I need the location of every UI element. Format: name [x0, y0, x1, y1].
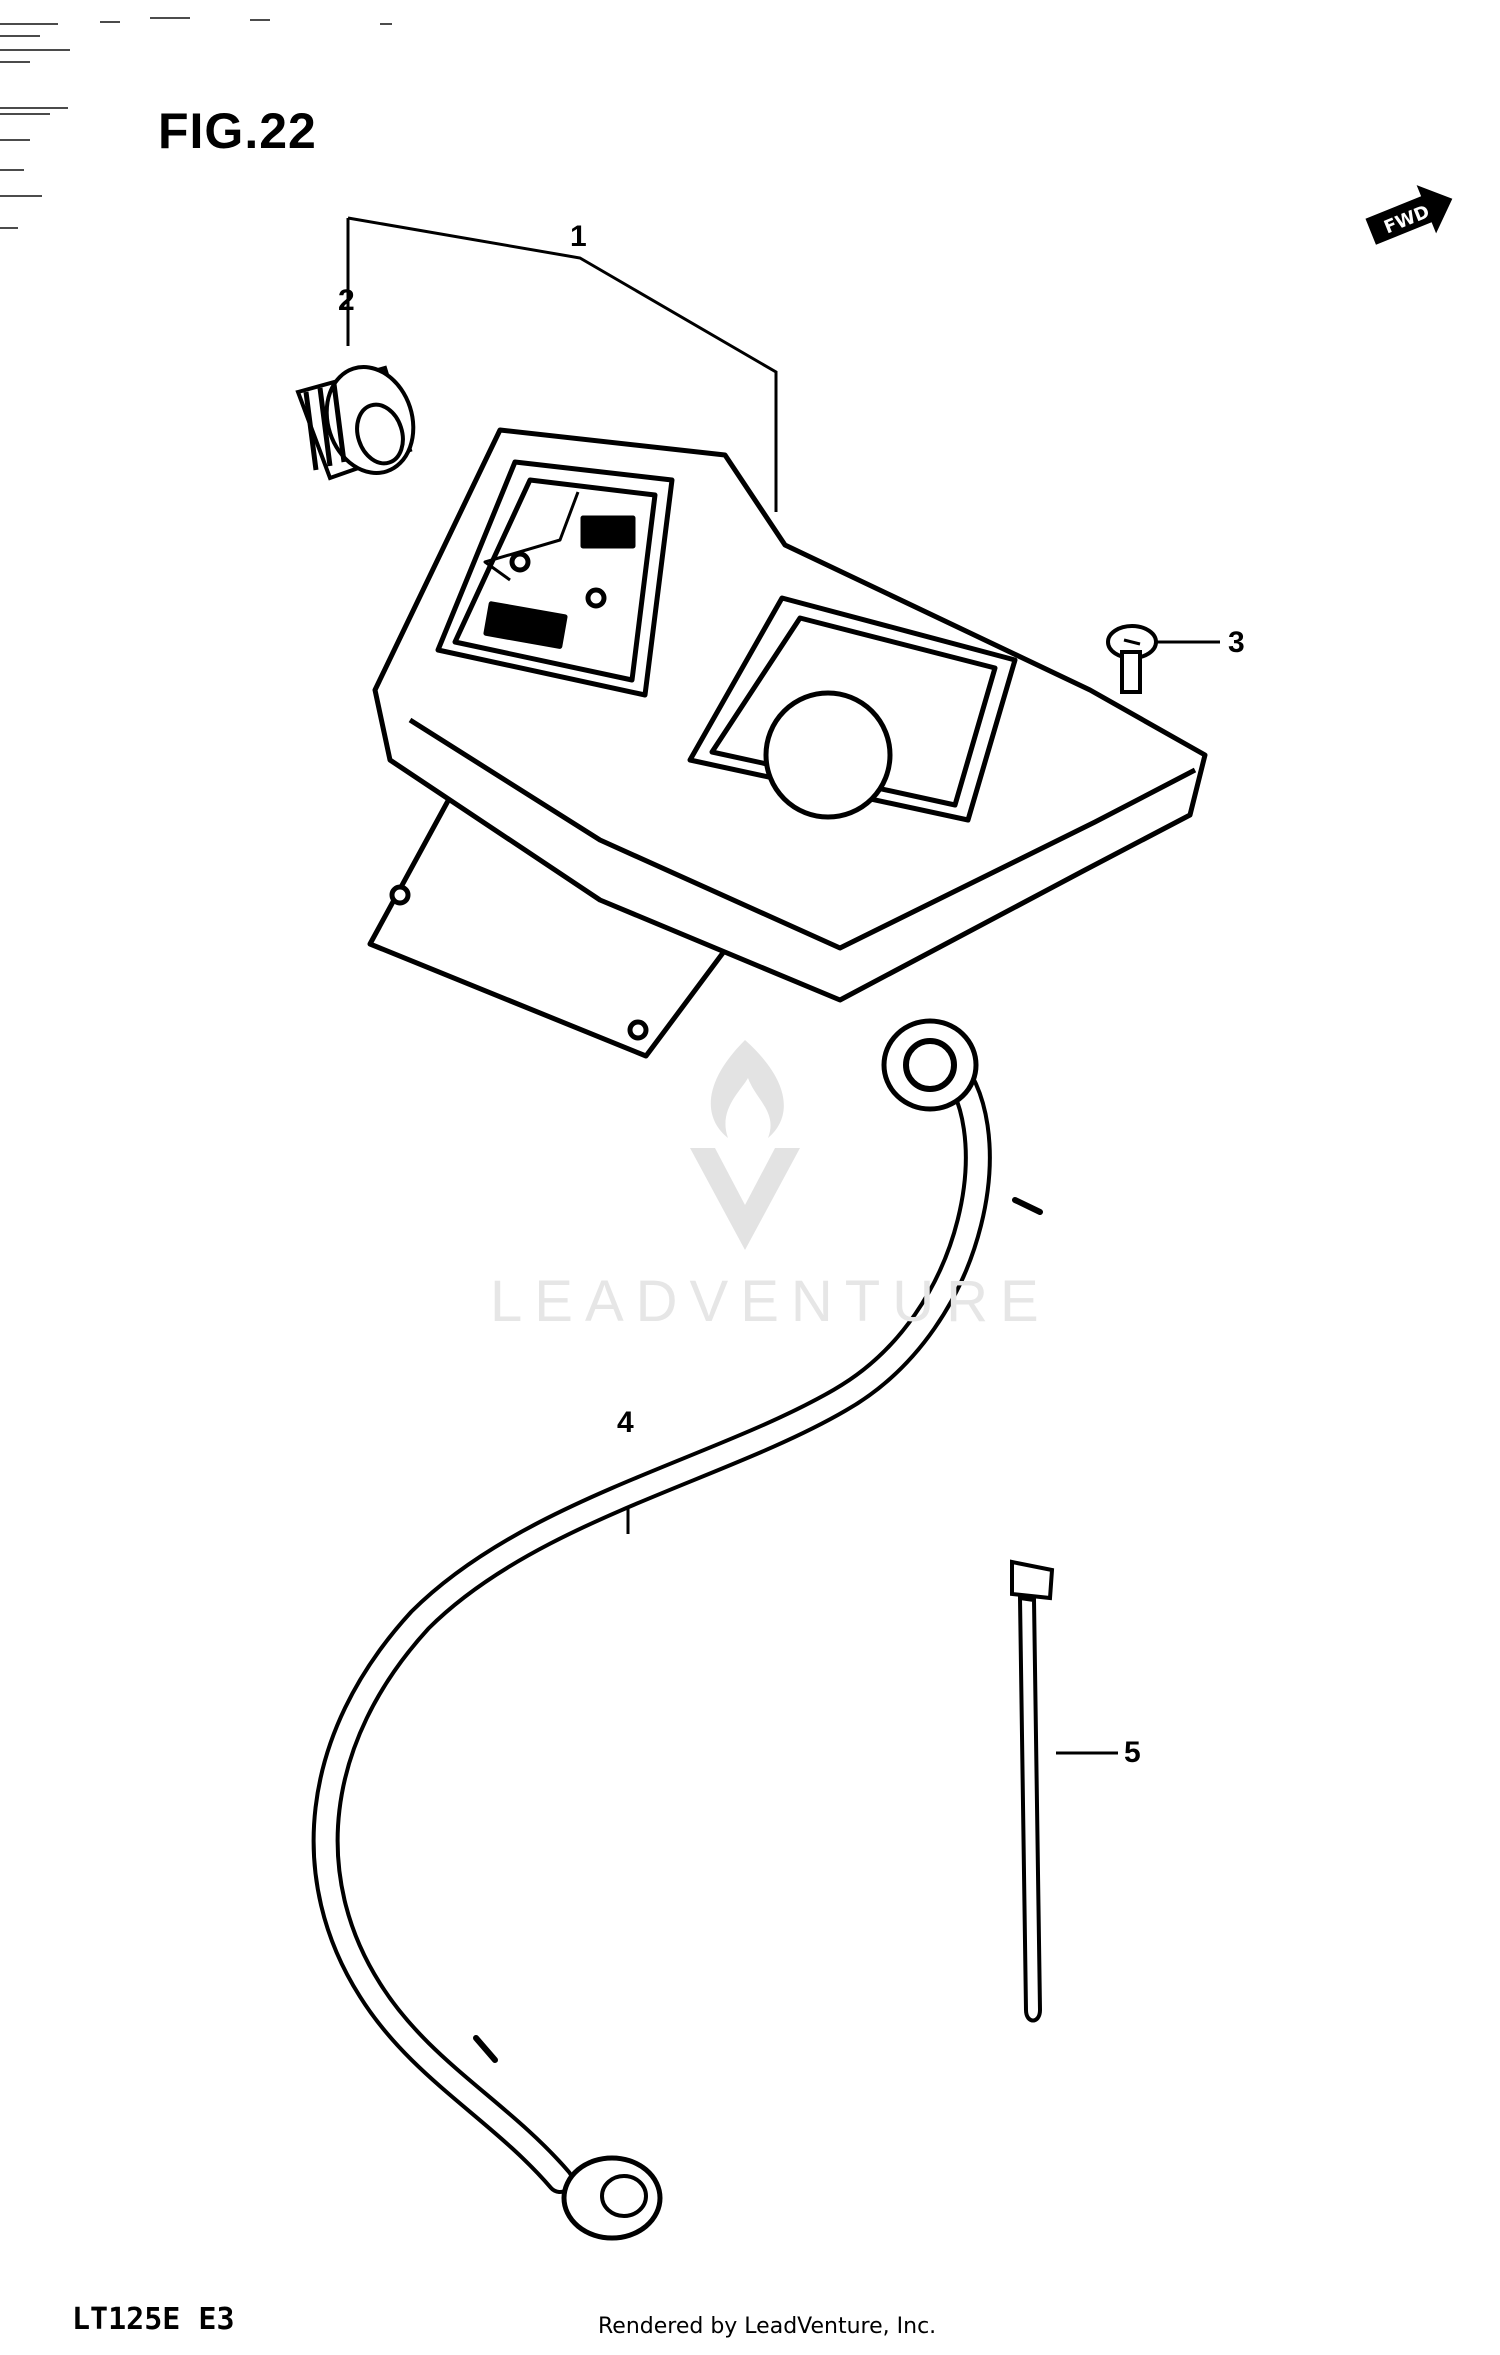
render-credit: Rendered by LeadVenture, Inc. — [598, 2314, 937, 2339]
meter-assembly-part — [367, 427, 1208, 1059]
callout-1: 1 — [570, 220, 587, 253]
cable-band-part — [1010, 1559, 1055, 2023]
figure-title: FIG.22 — [158, 103, 317, 159]
callout-5: 5 — [1124, 1736, 1141, 1769]
watermark-logo — [690, 1040, 800, 1250]
meter-socket-part — [295, 365, 416, 481]
speedometer-cable-part — [311, 1018, 1043, 2241]
callout-3: 3 — [1228, 626, 1245, 659]
callout-numbers: 1 2 3 4 5 — [338, 220, 1245, 1769]
screw-part — [1106, 624, 1158, 694]
callout-4: 4 — [617, 1406, 634, 1439]
scan-artifacts — [0, 17, 392, 229]
forward-arrow-icon: FWD — [1365, 185, 1453, 245]
watermark-text: LEADVENTURE — [490, 1269, 1051, 1334]
callout-2: 2 — [338, 284, 355, 317]
model-code: LT125E E3 — [72, 2302, 235, 2337]
